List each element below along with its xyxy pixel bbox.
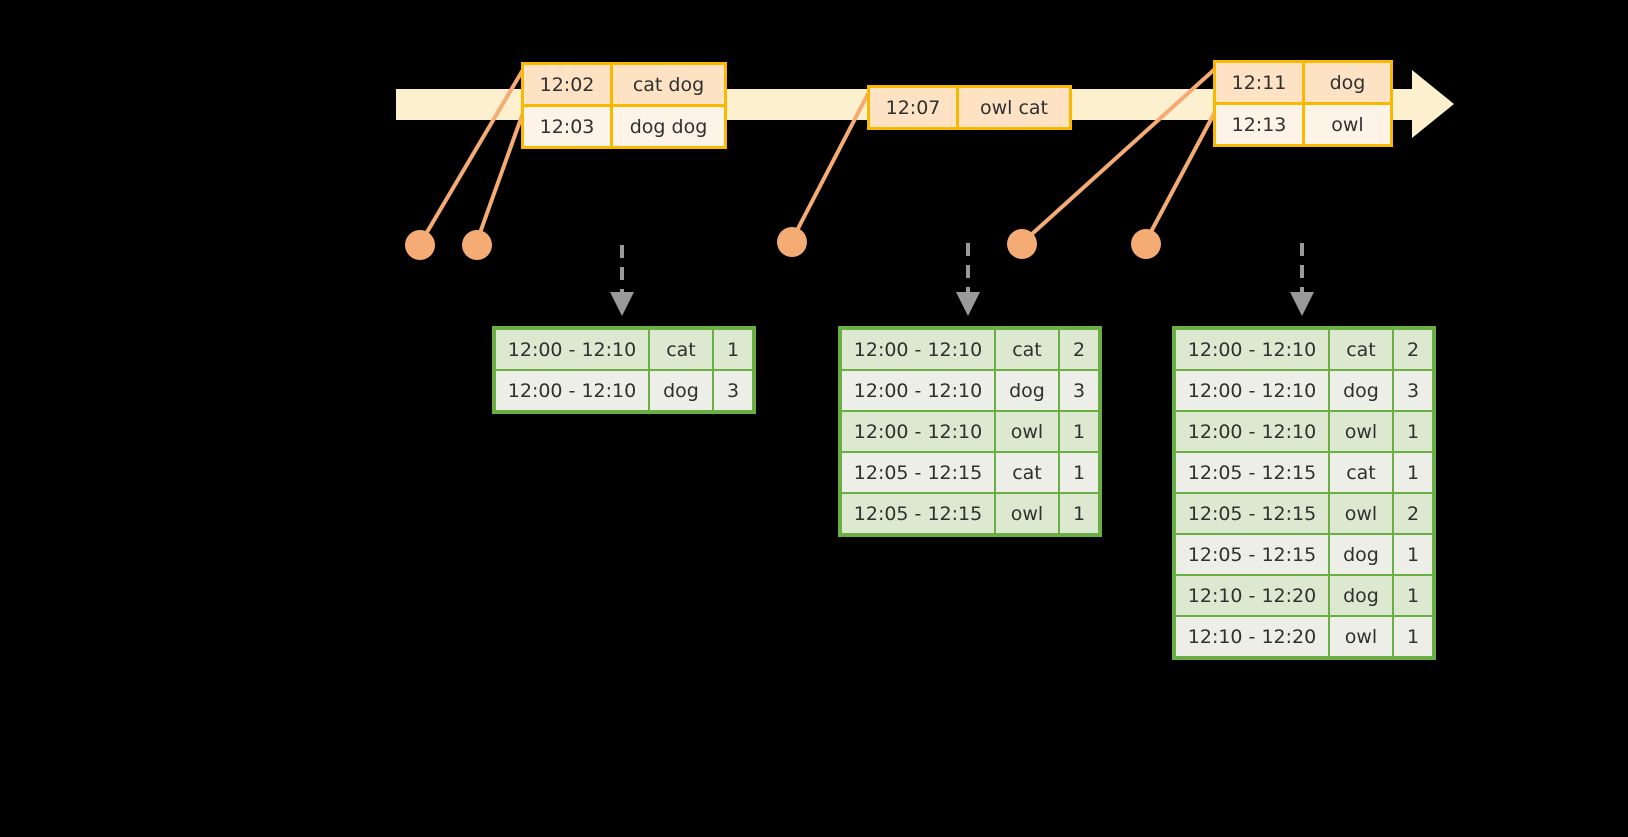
event-words: dog xyxy=(1329,71,1366,94)
event-time: 12:11 xyxy=(1216,63,1305,102)
cell-window: 12:10 - 12:20 xyxy=(1176,617,1328,656)
cell-window: 12:05 - 12:15 xyxy=(842,453,994,492)
cell-count: 1 xyxy=(1394,617,1432,656)
event-words: owl xyxy=(1331,113,1364,136)
event-dot-5 xyxy=(1131,229,1161,259)
cell-count: 2 xyxy=(1394,330,1432,369)
cell-word: cat xyxy=(650,330,712,369)
cell-count: 1 xyxy=(714,330,752,369)
connector-line-5 xyxy=(1143,109,1218,244)
cell-word: dog xyxy=(1330,576,1392,615)
cell-window: 12:05 - 12:15 xyxy=(842,494,994,533)
cell-word: owl xyxy=(1330,412,1392,451)
cell-word: dog xyxy=(1330,371,1392,410)
event-dot-2 xyxy=(462,230,492,260)
event-time: 12:02 xyxy=(524,65,613,104)
event-dot-3 xyxy=(777,227,807,257)
event-box-1[interactable]: 12:02 cat dog 12:03 dog dog xyxy=(521,62,727,149)
event-row: 12:03 dog dog xyxy=(524,104,724,146)
cell-word: cat xyxy=(996,453,1058,492)
cell-word: owl xyxy=(996,494,1058,533)
cell-window: 12:00 - 12:10 xyxy=(842,330,994,369)
timeline-arrowhead-icon xyxy=(1412,70,1454,138)
cell-count: 1 xyxy=(1060,453,1098,492)
dashed-arrow-1 xyxy=(610,245,634,316)
cell-word: owl xyxy=(1330,494,1392,533)
cell-count: 1 xyxy=(1394,412,1432,451)
event-row: 12:07 owl cat xyxy=(870,88,1069,127)
cell-window: 12:00 - 12:10 xyxy=(842,371,994,410)
cell-window: 12:05 - 12:15 xyxy=(1176,494,1328,533)
event-dot-1 xyxy=(405,230,435,260)
cell-word: cat xyxy=(1330,453,1392,492)
cell-word: cat xyxy=(996,330,1058,369)
dashed-arrow-3 xyxy=(1290,243,1314,316)
event-dot-4 xyxy=(1007,229,1037,259)
cell-window: 12:00 - 12:10 xyxy=(1176,330,1328,369)
cell-window: 12:05 - 12:15 xyxy=(1176,535,1328,574)
cell-count: 1 xyxy=(1060,412,1098,451)
event-time: 12:07 xyxy=(870,88,959,127)
event-row: 12:02 cat dog xyxy=(524,65,724,104)
cell-count: 1 xyxy=(1394,453,1432,492)
event-time: 12:03 xyxy=(524,107,613,146)
event-time: 12:13 xyxy=(1216,105,1305,144)
cell-count: 2 xyxy=(1060,330,1098,369)
cell-count: 1 xyxy=(1394,576,1432,615)
cell-count: 1 xyxy=(1060,494,1098,533)
cell-window: 12:00 - 12:10 xyxy=(1176,371,1328,410)
cell-word: owl xyxy=(996,412,1058,451)
cell-count: 2 xyxy=(1394,494,1432,533)
cell-count: 3 xyxy=(714,371,752,410)
event-box-2[interactable]: 12:07 owl cat xyxy=(867,85,1072,130)
cell-count: 3 xyxy=(1060,371,1098,410)
cell-window: 12:00 - 12:10 xyxy=(496,330,648,369)
cell-word: dog xyxy=(650,371,712,410)
event-box-3[interactable]: 12:11 dog 12:13 owl xyxy=(1213,60,1393,147)
cell-word: dog xyxy=(1330,535,1392,574)
cell-window: 12:05 - 12:15 xyxy=(1176,453,1328,492)
cell-word: dog xyxy=(996,371,1058,410)
event-row: 12:11 dog xyxy=(1216,63,1390,102)
event-words: owl cat xyxy=(979,96,1049,119)
event-words: dog dog xyxy=(629,115,708,138)
event-row: 12:13 owl xyxy=(1216,102,1390,144)
connector-line-2 xyxy=(474,109,526,245)
cell-window: 12:00 - 12:10 xyxy=(496,371,648,410)
cell-count: 3 xyxy=(1394,371,1432,410)
cell-window: 12:00 - 12:10 xyxy=(842,412,994,451)
cell-window: 12:00 - 12:10 xyxy=(1176,412,1328,451)
event-words: cat dog xyxy=(632,73,705,96)
dashed-arrow-2 xyxy=(956,243,980,316)
cell-word: cat xyxy=(1330,330,1392,369)
cell-window: 12:10 - 12:20 xyxy=(1176,576,1328,615)
cell-word: owl xyxy=(1330,617,1392,656)
cell-count: 1 xyxy=(1394,535,1432,574)
